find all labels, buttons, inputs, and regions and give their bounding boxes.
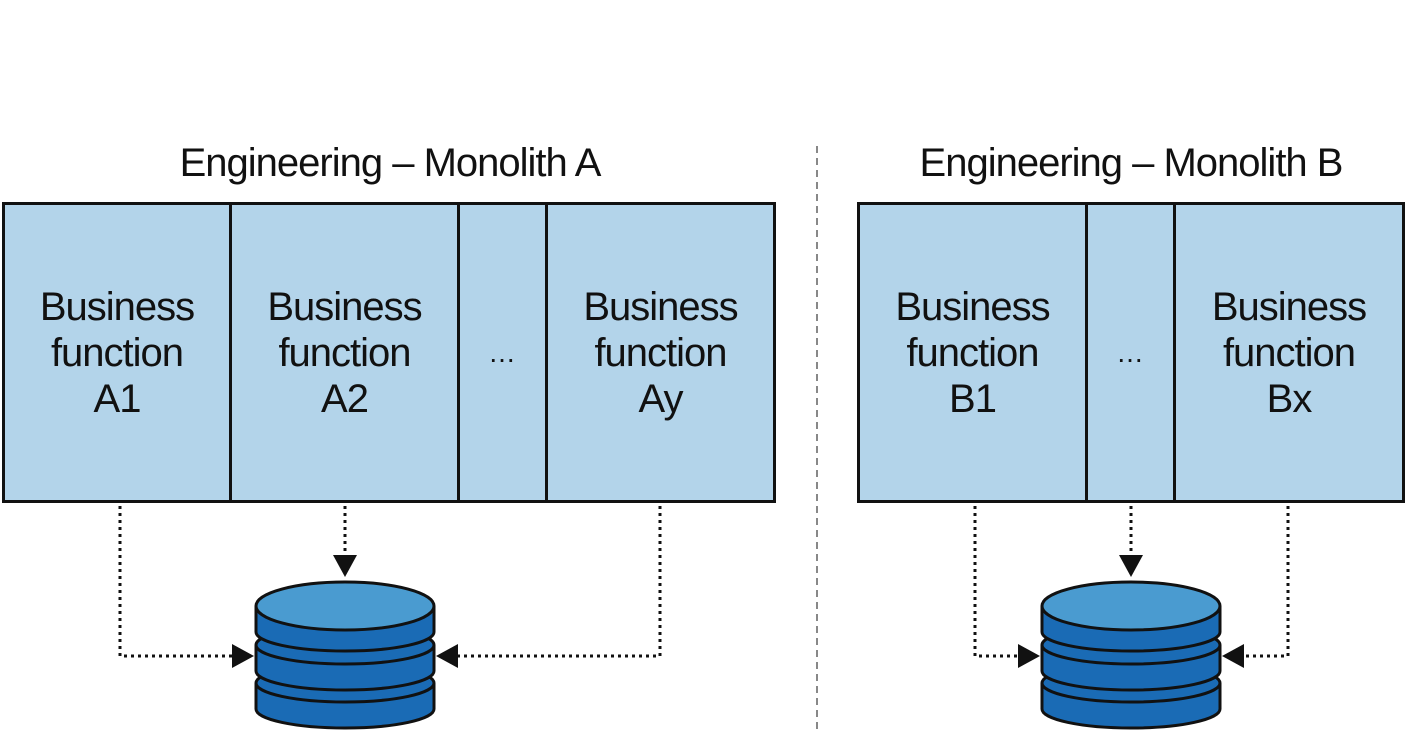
- cell-label: Business function Bx: [1211, 284, 1367, 421]
- ellipsis-label: ...: [1117, 336, 1144, 368]
- business-function-ellipsis-a: ...: [457, 202, 548, 503]
- arrow-icon: [1018, 644, 1040, 668]
- cell-label: Business function Ay: [583, 284, 738, 421]
- business-function-ay: Business function Ay: [545, 202, 776, 503]
- connector-ay-to-db-a: [436, 506, 662, 668]
- arrow-icon: [333, 555, 357, 577]
- monolith-a-title: Engineering – Monolith A: [179, 141, 602, 185]
- business-function-ellipsis-b: ...: [1085, 202, 1176, 503]
- monolith-b-title: Engineering – Monolith B: [919, 141, 1344, 185]
- cell-label: Business function B1: [895, 284, 1050, 421]
- arrow-icon: [232, 644, 254, 668]
- cell-label: Business function A1: [39, 284, 195, 421]
- connector-bx-to-db-b: [1222, 506, 1290, 668]
- connector-b1-to-db-b: [973, 506, 1040, 668]
- monolith-b: Business function B1 ... Business functi…: [857, 202, 1405, 503]
- connector-a2-to-db-a: [333, 506, 357, 577]
- database-icon: [254, 580, 436, 730]
- arrow-icon: [1222, 644, 1244, 668]
- arrow-icon: [1119, 555, 1143, 577]
- database-icon: [1040, 580, 1222, 730]
- business-function-bx: Business function Bx: [1173, 202, 1405, 503]
- business-function-a2: Business function A2: [229, 202, 460, 503]
- cell-label: Business function A2: [267, 284, 422, 421]
- arrow-icon: [436, 644, 458, 668]
- connector-a1-to-db-a: [118, 506, 254, 668]
- business-function-b1: Business function B1: [857, 202, 1088, 503]
- business-function-a1: Business function A1: [2, 202, 232, 503]
- ellipsis-label: ...: [489, 336, 516, 368]
- monolith-a: Business function A1 Business function A…: [2, 202, 776, 503]
- connector-mid-to-db-b: [1119, 506, 1143, 577]
